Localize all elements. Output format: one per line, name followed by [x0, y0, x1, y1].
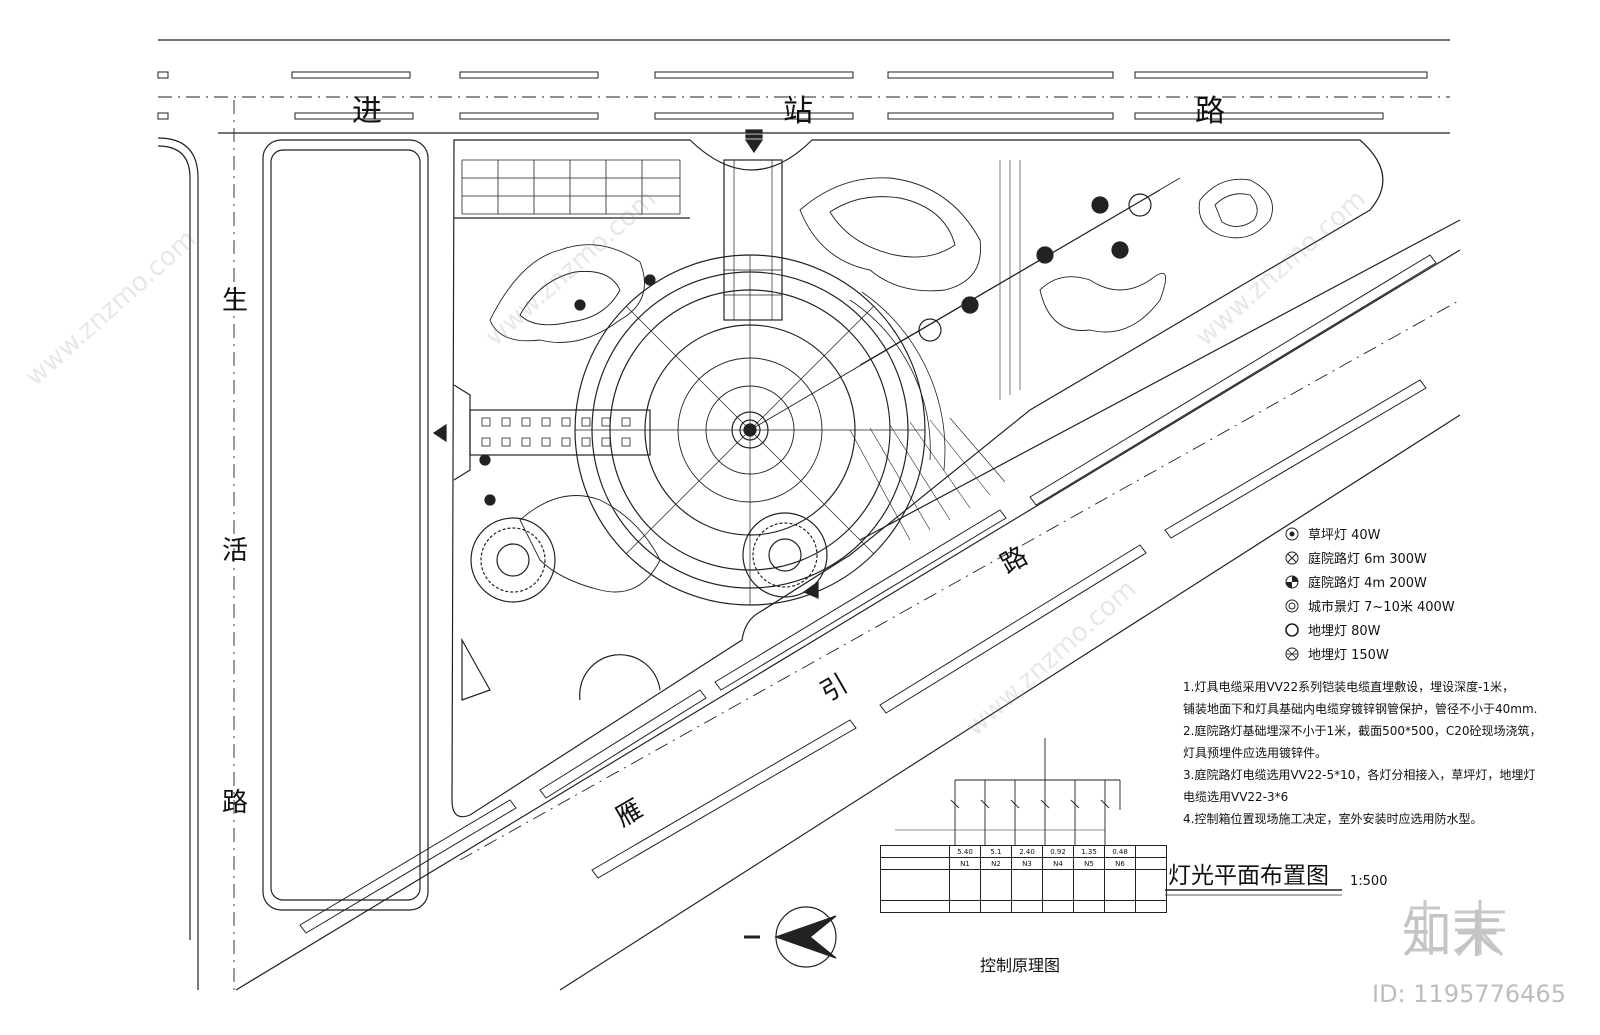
north-arrow-icon: [744, 906, 837, 968]
planting-beds: [489, 177, 1273, 593]
table-row: [880, 869, 1167, 901]
note-line: 灯具预埋件应选用镀锌件。: [1183, 746, 1328, 760]
garden-light-4m-icon: [1284, 574, 1300, 590]
table-row: [880, 900, 1167, 913]
table-row: N1 N2 N3 N4 N5 N6: [880, 857, 1167, 870]
diagonal-road: [235, 219, 1461, 991]
ground-light-150-icon: [1284, 646, 1300, 662]
brand-logo-mark: [1408, 900, 1505, 956]
road-label-top-1: 进: [352, 94, 382, 129]
legend-item: 庭院路灯 6m 300W: [1284, 548, 1427, 567]
note-line: 4.控制箱位置现场施工决定，室外安装时应选用防水型。: [1183, 812, 1483, 826]
garden-light-6m-icon: [1284, 550, 1300, 566]
west-walkway: [453, 384, 651, 481]
lawn-light-icon: [1284, 526, 1300, 542]
legend-item: 城市景灯 7~10米 400W: [1284, 596, 1455, 615]
round-plazas: [461, 423, 828, 701]
note-line: 1.灯具电缆采用VV22系列铠装电缆直埋敷设，埋设深度-1米，: [1183, 680, 1515, 694]
road-label-left-3: 路: [222, 788, 249, 818]
watermark-id: ID: 1195776465: [1372, 980, 1566, 1008]
note-line: 铺装地面下和灯具基础内电缆穿镀锌钢管保护，管径不小于40mm.: [1183, 702, 1538, 716]
table-row: 5.40 5.1 2.40 0.92 1.35 0.48: [880, 845, 1167, 858]
ground-light-80-icon: [1284, 622, 1300, 638]
legend-item: 庭院路灯 4m 200W: [1284, 572, 1427, 591]
city-landscape-light-icon: [1284, 598, 1300, 614]
drawing-title: 灯光平面布置图: [1168, 863, 1329, 889]
road-label-top-3: 路: [1195, 94, 1225, 129]
note-line: 2.庭院路灯基础埋深不小于1米，截面500*500，C20砼现场浇筑，: [1183, 724, 1542, 738]
road-label-left-2: 活: [222, 536, 249, 566]
road-label-top-2: 站: [783, 94, 813, 129]
legend-item: 草坪灯 40W: [1284, 524, 1381, 543]
note-line: 3.庭院路灯电缆选用VV22-5*10，各灯分相接入，草坪灯，地埋灯: [1183, 768, 1536, 782]
control-schematic: [895, 738, 1121, 845]
north-walkway: [723, 159, 783, 321]
title-underline: [1165, 889, 1342, 896]
legend-item: 地埋灯 80W: [1284, 620, 1381, 639]
control-diagram-caption: 控制原理图: [980, 956, 1061, 975]
hatched-pavement: [849, 160, 1021, 541]
central-plaza: [574, 177, 1181, 606]
park-boundary: [451, 139, 1384, 818]
parking-lot: [461, 159, 681, 215]
drawing-scale: 1:500: [1350, 874, 1388, 889]
top-road: [157, 39, 1450, 134]
watermark-brand: 知末: [1402, 906, 1502, 964]
control-table: 5.40 5.1 2.40 0.92 1.35 0.48 N1 N2 N3 N4…: [880, 845, 1167, 913]
entrance-arrows: [432, 129, 819, 599]
lamp-symbols: [479, 193, 1152, 506]
road-label-left-1: 生: [222, 286, 249, 316]
left-road: [157, 100, 429, 990]
legend-item: 地埋灯 150W: [1284, 644, 1389, 663]
note-line: 电缆选用VV22-3*6: [1183, 790, 1289, 804]
